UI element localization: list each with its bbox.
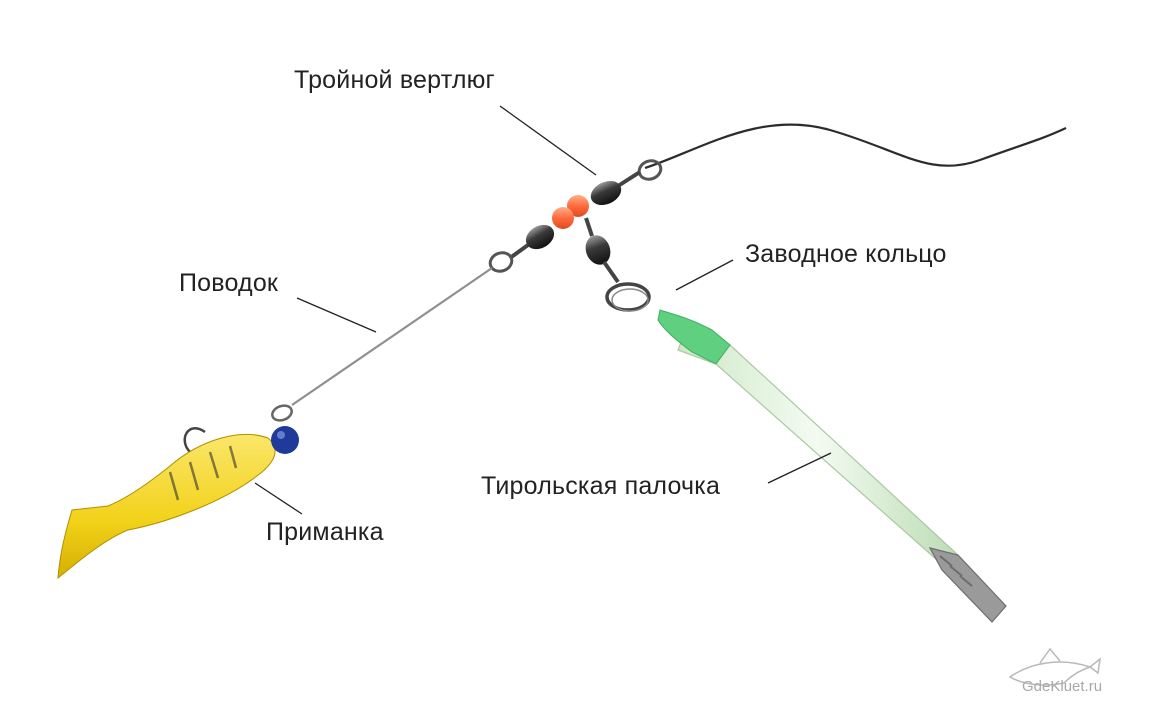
main-line xyxy=(644,123,1067,170)
split-ring xyxy=(605,282,651,312)
swivel-eye-top xyxy=(637,159,663,181)
label-triple-swivel: Тройной вертлюг xyxy=(294,66,495,94)
label-bait: Приманка xyxy=(266,518,384,546)
bait-body xyxy=(57,434,276,580)
watermark-site: GdeKluet.ru xyxy=(1022,678,1103,695)
tyrolean-stick-weight xyxy=(928,547,1007,623)
swivel-body-lower xyxy=(585,235,611,265)
bead-1 xyxy=(567,195,589,217)
bait-hook xyxy=(183,427,206,453)
leader-eye xyxy=(271,404,293,422)
callout-swivel xyxy=(499,105,597,176)
bait-head xyxy=(271,426,299,454)
label-tyrolean-stick: Тирольская палочка xyxy=(481,472,721,500)
fish-logo-icon xyxy=(1008,647,1102,686)
label-split-ring: Заводное кольцо xyxy=(745,240,947,268)
leader-wire xyxy=(291,267,493,406)
bead-2 xyxy=(552,207,574,229)
tyrolean-stick-tube xyxy=(677,329,959,569)
swivel-eye-left xyxy=(488,251,514,273)
callout-ring xyxy=(675,259,734,291)
swivel-body-left xyxy=(525,224,555,250)
swivel-body-upper xyxy=(590,180,622,206)
callout-tirol xyxy=(767,452,832,484)
tyrolean-stick-tip xyxy=(657,309,731,365)
callout-bait xyxy=(254,482,303,515)
callout-leader xyxy=(296,297,377,333)
label-leader: Поводок xyxy=(179,269,279,297)
